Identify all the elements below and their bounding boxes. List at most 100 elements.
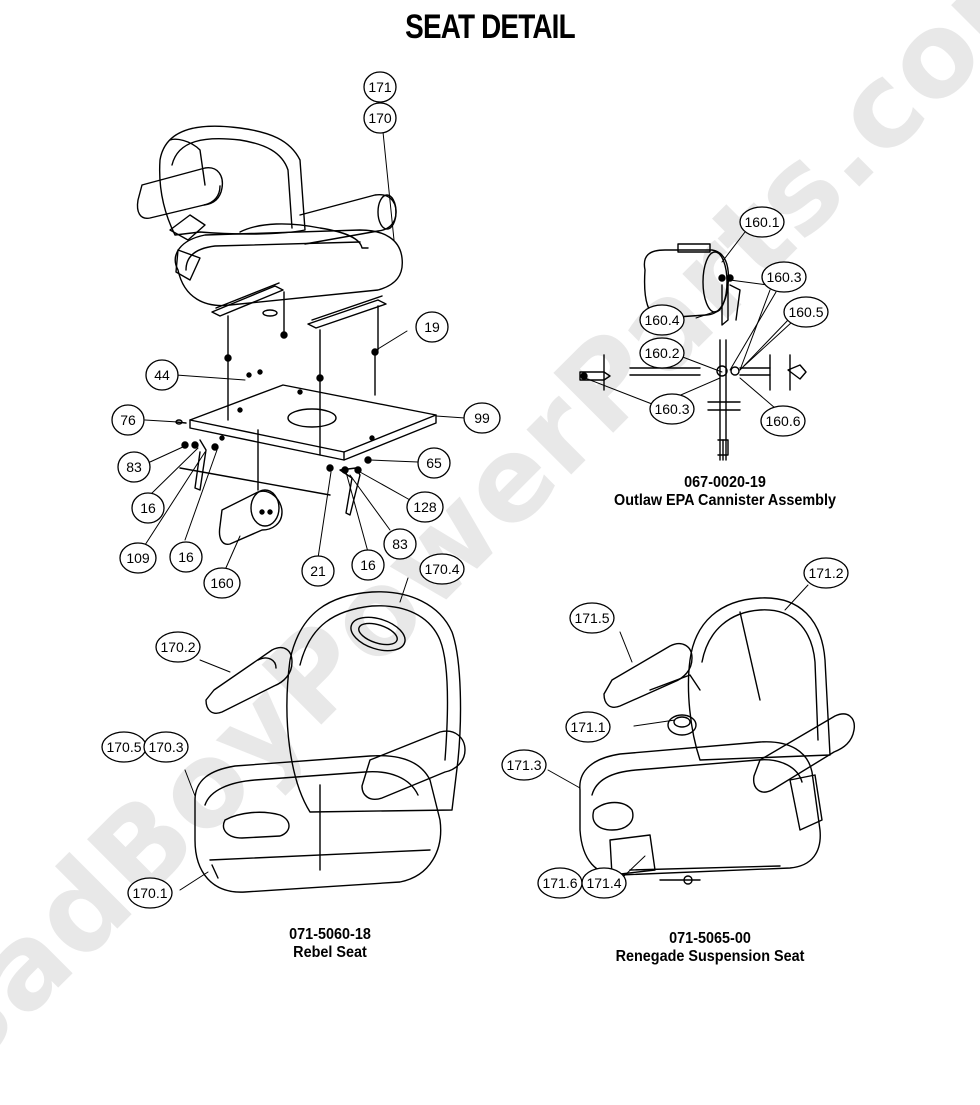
- callout-171.5: 171.5: [569, 602, 615, 634]
- callout-bubble: [143, 731, 189, 763]
- callout-171.4: 171.4: [581, 867, 627, 899]
- callout-label: 160.4: [644, 312, 679, 328]
- callout-label: 170: [368, 110, 392, 126]
- callout-label: 16: [360, 557, 376, 573]
- callout-171.6: 171.6: [537, 867, 583, 899]
- top-seat-drawing: [136, 125, 437, 545]
- callout-160.3a: 160.3: [761, 261, 807, 293]
- callout-160.6: 160.6: [760, 405, 806, 437]
- callout-171.2: 171.2: [803, 557, 849, 589]
- renegade-name: Renegade Suspension Seat: [615, 948, 805, 965]
- callout-bubble: [417, 447, 451, 479]
- callout-bubble: [203, 567, 241, 599]
- callout-bubble: [145, 359, 179, 391]
- callout-label: 171.1: [570, 719, 605, 735]
- page-title: SEAT DETAIL: [405, 8, 575, 46]
- callout-99: 99: [463, 402, 501, 434]
- callout-label: 170.1: [132, 885, 167, 901]
- callout-170.1: 170.1: [127, 877, 173, 909]
- callout-label: 171.3: [506, 757, 541, 773]
- callout-bubble: [169, 541, 203, 573]
- callout-21: 21: [301, 555, 335, 587]
- callout-label: 16: [178, 549, 194, 565]
- callout-44: 44: [145, 359, 179, 391]
- callout-label: 160.1: [744, 214, 779, 230]
- callout-128: 128: [406, 491, 444, 523]
- callout-bubble: [117, 451, 151, 483]
- callout-16a: 16: [131, 492, 165, 524]
- canister-part-number: 067-0020-19: [684, 474, 766, 491]
- callout-label: 83: [392, 536, 408, 552]
- callout-bubble: [119, 542, 157, 574]
- callout-bubble: [415, 311, 449, 343]
- callout-label: 160.3: [654, 401, 689, 417]
- callout-170.3: 170.3: [143, 731, 189, 763]
- callout-109: 109: [119, 542, 157, 574]
- callout-bubble: [351, 549, 385, 581]
- callout-label: 160.6: [765, 413, 800, 429]
- callout-160.1: 160.1: [739, 206, 785, 238]
- callout-76: 76: [111, 404, 145, 436]
- callout-label: 160.5: [788, 304, 823, 320]
- callout-160: 160: [203, 567, 241, 599]
- callout-label: 171.5: [574, 610, 609, 626]
- callout-bubble: [761, 261, 807, 293]
- callout-label: 160: [210, 575, 234, 591]
- callout-bubble: [639, 337, 685, 369]
- callout-label: 21: [310, 563, 326, 579]
- callout-bubble: [501, 749, 547, 781]
- callout-label: 171.2: [808, 565, 843, 581]
- callout-160.2: 160.2: [639, 337, 685, 369]
- callout-bubble: [569, 602, 615, 634]
- callout-label: 160.2: [644, 345, 679, 361]
- callout-19: 19: [415, 311, 449, 343]
- callout-bubble: [406, 491, 444, 523]
- callout-bubble: [803, 557, 849, 589]
- parts-diagram: 171 170 19 44 76 99 83 65 16 128 109 16 83 160 21 16 160…: [101, 71, 855, 909]
- callout-bubble: [760, 405, 806, 437]
- renegade-caption: 071-5065-00 Renegade Suspension Seat: [602, 930, 818, 966]
- callout-label: 171: [368, 79, 392, 95]
- callout-bubble: [131, 492, 165, 524]
- callout-bubble: [155, 631, 201, 663]
- callout-bubble: [301, 555, 335, 587]
- callout-170.5: 170.5: [101, 731, 147, 763]
- callout-83a: 83: [117, 451, 151, 483]
- callout-170.4: 170.4: [419, 553, 465, 585]
- callout-171.1: 171.1: [565, 711, 611, 743]
- callout-160.3b: 160.3: [649, 393, 695, 425]
- callout-170.2: 170.2: [155, 631, 201, 663]
- callout-160.5: 160.5: [783, 296, 829, 328]
- callout-label: 99: [474, 410, 490, 426]
- rebel-caption: 071-5060-18 Rebel Seat: [240, 926, 420, 962]
- callout-bubble: [127, 877, 173, 909]
- renegade-seat-drawing: [579, 597, 855, 885]
- callout-bubble: [463, 402, 501, 434]
- callout-bubble: [363, 71, 397, 103]
- callout-bubble: [383, 528, 417, 560]
- callout-160.4: 160.4: [639, 304, 685, 336]
- leader-lines: [144, 131, 809, 891]
- callout-65: 65: [417, 447, 451, 479]
- callout-label: 44: [154, 367, 170, 383]
- callout-170a: 170: [363, 102, 397, 134]
- callout-label: 170.2: [160, 639, 195, 655]
- callout-bubble: [565, 711, 611, 743]
- callout-16b: 16: [169, 541, 203, 573]
- callout-label: 160.3: [766, 269, 801, 285]
- callout-label: 83: [126, 459, 142, 475]
- callout-label: 16: [140, 500, 156, 516]
- callout-bubbles: 171 170 19 44 76 99 83 65 16 128 109 16 83 160 21 16 160…: [101, 71, 849, 909]
- canister-name: Outlaw EPA Cannister Assembly: [614, 492, 836, 509]
- rebel-part-number: 071-5060-18: [289, 926, 371, 943]
- callout-label: 109: [126, 550, 150, 566]
- callout-label: 65: [426, 455, 442, 471]
- callout-label: 171.6: [542, 875, 577, 891]
- callout-bubble: [363, 102, 397, 134]
- callout-83b: 83: [383, 528, 417, 560]
- callout-171a: 171: [363, 71, 397, 103]
- callout-label: 128: [413, 499, 437, 515]
- canister-assembly-drawing: [579, 243, 807, 461]
- callout-bubble: [419, 553, 465, 585]
- callout-171.3: 171.3: [501, 749, 547, 781]
